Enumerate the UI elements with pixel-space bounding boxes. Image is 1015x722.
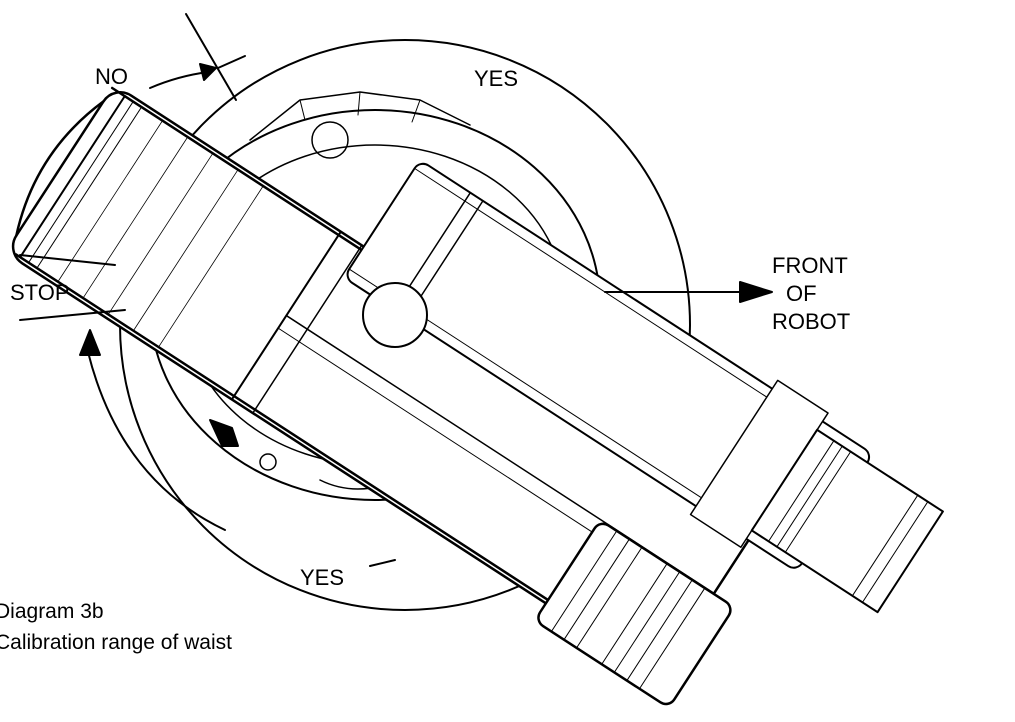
stop-label: STOP [10,280,70,305]
yes-bottom-label: YES [300,565,345,590]
no-stop-marker [149,13,246,101]
yes-top-label: YES [474,66,519,91]
front-label-line2: OF [786,281,817,306]
diagram-caption: Diagram 3b Calibration range of waist [0,596,232,658]
no-label: NO [95,64,128,89]
front-label-line1: FRONT [772,253,848,278]
stop-marker [19,254,126,321]
yes-marker-dash [369,559,396,567]
caption-subtitle: Calibration range of waist [0,631,232,654]
robot-arm-forearm [346,162,944,614]
caption-title: Diagram 3b [0,600,104,623]
front-of-robot-label: FRONT OF ROBOT [772,252,850,336]
motor-housing [537,522,732,706]
joint-pivot [362,282,428,348]
front-arrow [604,281,773,303]
rotation-arrow [79,329,226,531]
front-label-line3: ROBOT [772,309,851,334]
